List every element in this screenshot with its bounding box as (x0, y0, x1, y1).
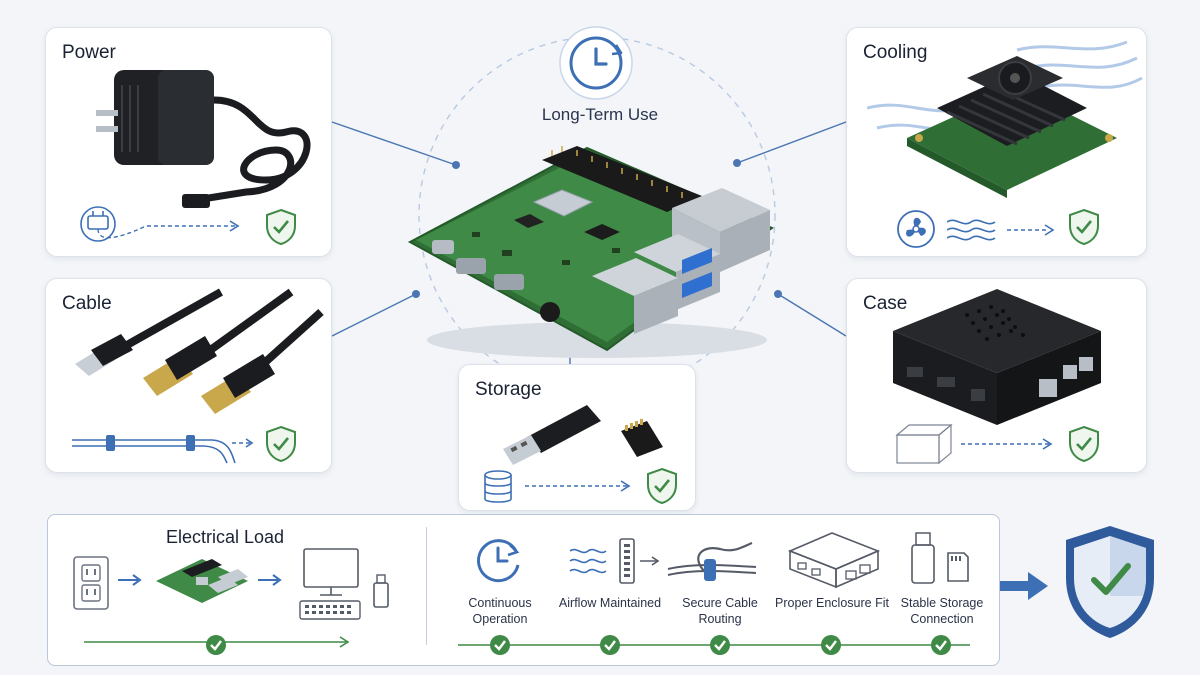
cooling-card-title: Cooling (863, 42, 928, 63)
long-term-use-clock-icon (558, 25, 634, 101)
case-arrow-icon (961, 437, 1057, 451)
result-arrow-icon (1000, 570, 1050, 602)
fan-icon (895, 208, 937, 250)
usb-sd-icon (906, 531, 976, 587)
panel-divider (426, 527, 427, 645)
protection-shield-icon (1058, 522, 1162, 642)
clock-cycle-icon (474, 535, 524, 585)
step-label-secure-cable-routing: Secure Cable Routing (682, 596, 758, 626)
power-check-shield-icon (264, 208, 298, 246)
storage-check-shield-icon (645, 467, 679, 505)
step-label-stable-storage-connection: Stable Storage Connection (900, 596, 984, 626)
computer-peripherals-icon (298, 547, 398, 627)
check-secure-cable-routing-icon (710, 635, 730, 655)
cooling-check-shield-icon (1067, 208, 1101, 246)
storage-arrow-icon (525, 479, 635, 493)
step-label-proper-enclosure-fit: Proper Enclosure Fit (775, 596, 889, 610)
cable-card: Cable (45, 278, 332, 473)
power-card: Power (45, 27, 332, 257)
bottom-panel: Electrical Load (47, 514, 1000, 666)
step-label-continuous-operation: Continuous Operation (468, 596, 532, 626)
check-proper-enclosure-fit-icon (821, 635, 841, 655)
electrical-load-check-icon (206, 635, 226, 655)
raspberry-pi-board-illustration (402, 140, 782, 370)
cooling-card: Cooling (846, 27, 1147, 257)
usb-and-sd-illustration (497, 391, 677, 469)
cable-card-title: Cable (62, 293, 112, 314)
enclosure-icon (786, 531, 882, 589)
airflow-waves-icon (946, 214, 1057, 244)
long-term-use-title: Long-Term Use (541, 105, 659, 124)
mini-board-icon (152, 555, 252, 607)
cable-check-shield-icon (264, 425, 298, 463)
cable-tie-icon (664, 537, 760, 585)
airflow-icon (568, 537, 664, 585)
database-icon (481, 469, 515, 505)
load-arrow-1-icon (118, 573, 144, 587)
power-card-title: Power (62, 42, 116, 63)
load-arrow-2-icon (258, 573, 284, 587)
case-check-shield-icon (1067, 425, 1101, 463)
enclosure-cube-icon (895, 423, 955, 465)
power-outlet-icon (76, 202, 266, 246)
check-continuous-operation-icon (490, 635, 510, 655)
wall-outlet-icon (72, 555, 110, 611)
check-airflow-maintained-icon (600, 635, 620, 655)
electrical-load-title: Electrical Load (166, 527, 285, 547)
check-stable-storage-connection-icon (931, 635, 951, 655)
cooling-fan-board-illustration (866, 38, 1147, 198)
storage-card-title: Storage (475, 379, 542, 400)
case-enclosure-illustration (887, 285, 1137, 430)
power-adapter-illustration (96, 40, 326, 215)
step-label-airflow-maintained: Airflow Maintained (558, 596, 662, 610)
cables-illustration (71, 284, 326, 414)
cable-routing-icon (72, 425, 272, 465)
case-card: Case (846, 278, 1147, 473)
storage-card: Storage (458, 364, 696, 511)
case-card-title: Case (863, 293, 908, 314)
